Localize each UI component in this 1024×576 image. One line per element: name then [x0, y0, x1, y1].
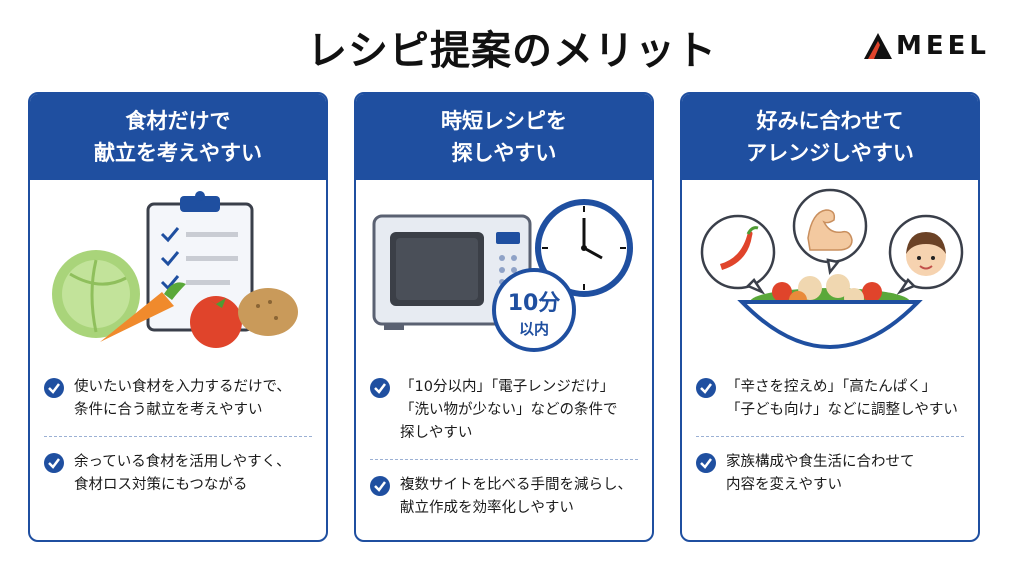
check-circle-icon: [696, 453, 716, 473]
cabbage-icon: [52, 250, 140, 338]
check-circle-icon: [370, 378, 390, 398]
clock-icon: [535, 199, 633, 297]
customize-illustration: [682, 182, 978, 462]
child-face-icon: [888, 214, 964, 295]
check-circle-icon: [696, 378, 716, 398]
potato-icon: [238, 288, 298, 336]
point-text: 「洗い物が少ない」などの条件で: [400, 402, 618, 418]
point-text: 「10分以内」「電子レンジだけ」: [400, 379, 615, 395]
check-circle-icon: [370, 476, 390, 496]
time-badge-circle: [492, 268, 576, 352]
point-text: 献立作成を効率化しやすい: [400, 500, 574, 516]
card-heading-line: 時短レシピを: [441, 109, 567, 133]
card-heading: 時短レシピを 探しやすい: [356, 94, 652, 180]
point-text: 使いたい食材を入力するだけで、: [74, 379, 291, 395]
card-customize: 好みに合わせて アレンジしやすい: [680, 92, 980, 542]
logo-mountain-icon: [864, 33, 892, 59]
point-text: 条件に合う献立を考えやすい: [74, 402, 263, 418]
carrot-icon: [100, 282, 186, 342]
card-heading-line: アレンジしやすい: [746, 141, 914, 165]
page-title: レシピ提案のメリット: [307, 28, 717, 74]
salad-bowl-icon: [737, 274, 923, 349]
ingredients-illustration: [30, 182, 326, 462]
tomato-icon: [190, 296, 242, 348]
meel-logo: MEEL: [864, 30, 1000, 62]
card-quick-recipes: 時短レシピを 探しやすい: [354, 92, 654, 542]
card-heading-line: 食材だけで: [125, 109, 231, 133]
card-heading: 食材だけで 献立を考えやすい: [30, 94, 326, 180]
point-text: 家族構成や食生活に合わせて: [726, 454, 915, 470]
card-heading-line: 探しやすい: [451, 141, 557, 165]
card-points: 使いたい食材を入力するだけで、 条件に合う献立を考えやすい 余っている食材を活用…: [44, 370, 312, 503]
list-item: 「辛さを控えめ」「高たんぱく」 「子ども向け」などに調整しやすい: [696, 370, 964, 428]
divider: [696, 436, 964, 437]
list-item: 使いたい食材を入力するだけで、 条件に合う献立を考えやすい: [44, 370, 312, 428]
time-badge-unit: 以内: [519, 320, 549, 338]
card-heading-line: 献立を考えやすい: [94, 141, 262, 165]
quick-recipe-illustration: 10分 以内: [356, 182, 652, 462]
divider: [44, 436, 312, 437]
card-heading-line: 好みに合わせて: [756, 109, 904, 133]
card-points: 「辛さを控えめ」「高たんぱく」 「子ども向け」などに調整しやすい 家族構成や食生…: [696, 370, 964, 503]
point-text: 複数サイトを比べる手間を減らし、: [400, 477, 632, 493]
logo-text: MEEL: [896, 31, 990, 61]
point-text: 探しやすい: [400, 425, 473, 441]
card-points: 「10分以内」「電子レンジだけ」 「洗い物が少ない」などの条件で 探しやすい 複…: [370, 370, 638, 526]
list-item: 余っている食材を活用しやすく、 食材ロス対策にもつながる: [44, 445, 312, 503]
check-circle-icon: [44, 378, 64, 398]
muscle-arm-icon: [792, 188, 868, 275]
point-text: 内容を変えやすい: [726, 477, 842, 493]
point-text: 「辛さを控えめ」「高たんぱく」: [726, 379, 937, 395]
card-heading: 好みに合わせて アレンジしやすい: [682, 94, 978, 180]
chili-pepper-icon: [700, 214, 776, 295]
merit-cards: 食材だけで 献立を考えやすい: [28, 92, 996, 542]
divider: [370, 459, 638, 460]
card-ingredients: 食材だけで 献立を考えやすい: [28, 92, 328, 542]
point-text: 余っている食材を活用しやすく、: [74, 454, 291, 470]
check-circle-icon: [44, 453, 64, 473]
list-item: 家族構成や食生活に合わせて 内容を変えやすい: [696, 445, 964, 503]
microwave-icon: [372, 214, 532, 330]
list-item: 「10分以内」「電子レンジだけ」 「洗い物が少ない」などの条件で 探しやすい: [370, 370, 638, 451]
point-text: 「子ども向け」などに調整しやすい: [726, 402, 958, 418]
point-text: 食材ロス対策にもつながる: [74, 477, 248, 493]
time-badge-value: 10分: [508, 291, 561, 316]
list-item: 複数サイトを比べる手間を減らし、 献立作成を効率化しやすい: [370, 468, 638, 526]
